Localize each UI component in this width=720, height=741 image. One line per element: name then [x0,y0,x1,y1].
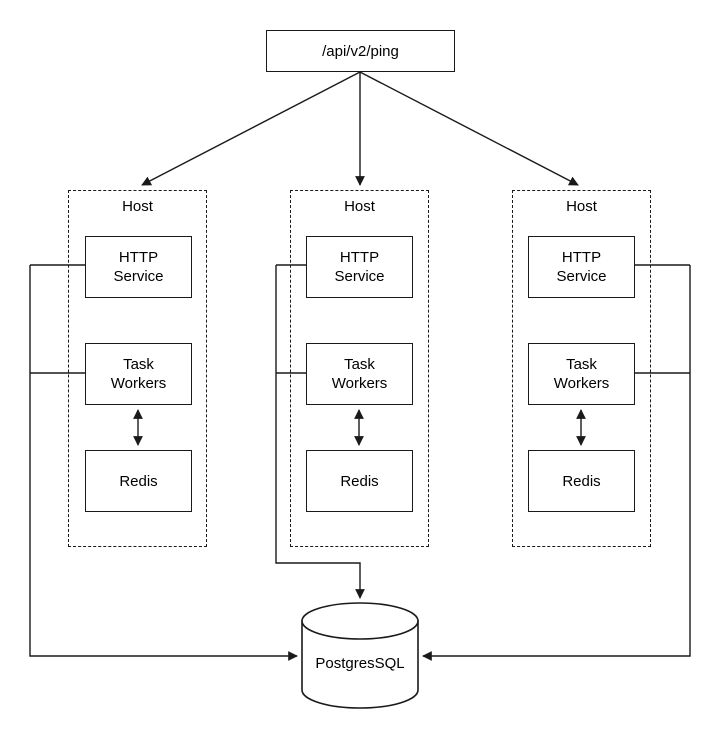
entry-node-label: /api/v2/ping [322,42,399,60]
host-right-http-service-label: HTTP Service [556,249,607,285]
entry-node-api-ping[interactable]: /api/v2/ping [266,30,455,72]
edge-host-middle-to-database [275,265,365,599]
host-right-redis-label: Redis [562,472,601,490]
host-left-task-workers[interactable]: Task Workers [85,343,192,405]
host-right-task-workers[interactable]: Task Workers [528,343,635,405]
host-middle-http-service-label: HTTP Service [334,249,385,285]
host-right-redis[interactable]: Redis [528,450,635,512]
edge-host-right-to-database [422,265,691,661]
host-middle-redis-label: Redis [340,472,379,490]
host-left-redis-label: Redis [119,472,158,490]
host-group-middle[interactable]: Host [290,190,429,547]
host-middle-http-service[interactable]: HTTP Service [306,236,413,298]
edge-ping-to-host-left [141,71,361,186]
host-middle-task-workers[interactable]: Task Workers [306,343,413,405]
host-label-left: Host [122,198,153,215]
host-left-redis[interactable]: Redis [85,450,192,512]
host-left-http-service[interactable]: HTTP Service [85,236,192,298]
host-label-middle: Host [344,198,375,215]
host-right-http-service[interactable]: HTTP Service [528,236,635,298]
host-left-http-service-label: HTTP Service [113,249,164,285]
host-group-right[interactable]: Host [512,190,651,547]
host-right-task-workers-label: Task Workers [553,356,610,392]
edge-host-left-to-database [29,265,298,661]
edge-ping-to-host-right [359,71,579,186]
host-middle-task-workers-label: Task Workers [331,356,388,392]
host-label-right: Host [566,198,597,215]
database-cylinder [301,602,419,709]
host-left-task-workers-label: Task Workers [110,356,167,392]
host-group-left[interactable]: Host [68,190,207,547]
host-middle-redis[interactable]: Redis [306,450,413,512]
